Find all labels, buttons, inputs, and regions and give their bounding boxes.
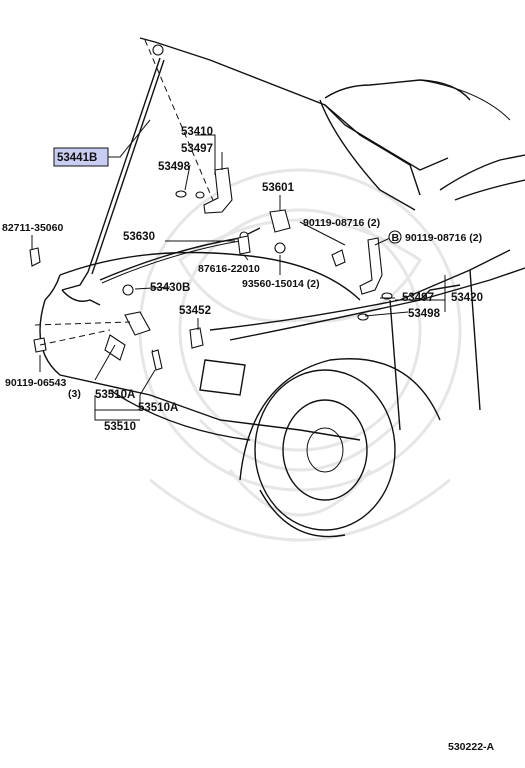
hood-support-rod xyxy=(61,44,165,306)
label-53498-left: 53498 xyxy=(158,161,191,173)
symbol-b-marker: B xyxy=(388,230,402,244)
label-90119-08716-right: 90119-08716 (2) xyxy=(405,232,482,244)
label-qty-3: (3) xyxy=(68,388,81,400)
label-53420: 53420 xyxy=(451,292,483,304)
small-parts xyxy=(29,247,204,371)
front-wheel xyxy=(239,358,441,538)
hood-lock xyxy=(237,209,291,255)
label-53510a-2: 53510A xyxy=(138,402,178,414)
label-87616-22010: 87616-22010 xyxy=(198,263,260,275)
label-53510: 53510 xyxy=(104,421,136,433)
label-53441b: 53441B xyxy=(57,152,97,164)
label-53497-left: 53497 xyxy=(181,143,213,155)
label-53430b: 53430B xyxy=(150,282,190,294)
highlight-box xyxy=(53,147,109,167)
symbol-letter: B xyxy=(392,232,400,244)
hood-panel xyxy=(139,37,511,211)
label-53601: 53601 xyxy=(262,182,295,194)
label-53497-right: 53497 xyxy=(402,292,434,304)
leader-lines xyxy=(31,119,446,425)
label-90119-08716-left: 90119-08716 (2) xyxy=(303,217,380,229)
label-90119-06543: 90119-06543 xyxy=(5,377,66,389)
watermark-emblem xyxy=(138,168,462,542)
hood-hinge-left xyxy=(175,167,233,214)
label-82711-35060: 82711-35060 xyxy=(2,222,63,234)
label-53498-right: 53498 xyxy=(408,308,441,320)
label-53410: 53410 xyxy=(181,126,213,138)
label-53452: 53452 xyxy=(179,305,211,317)
label-53510a-1: 53510A xyxy=(95,389,135,401)
label-93560-15014: 93560-15014 (2) xyxy=(242,278,320,290)
label-53630: 53630 xyxy=(123,231,155,243)
diagram-code: 530222-A xyxy=(448,741,495,753)
